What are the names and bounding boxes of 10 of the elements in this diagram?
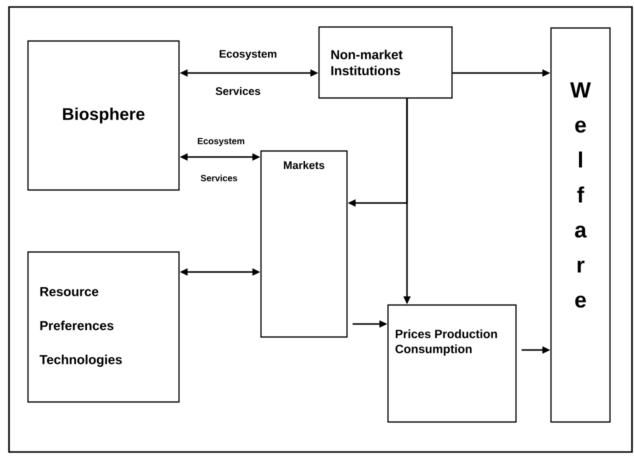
process-box: Non-market Institutions [318,26,453,99]
process-box: Biosphere [27,40,180,191]
flow-label: Services [216,86,260,96]
welfare-bar: Welfare [550,27,611,423]
process-box: Markets [260,150,348,338]
process-box: Resource Preferences Technologies [27,251,180,403]
process-box: Prices Production Consumption [387,304,517,423]
flow-label: Services [200,174,238,182]
flow-label: Ecosystem [198,138,244,146]
flow-label: Ecosystem [220,50,276,60]
